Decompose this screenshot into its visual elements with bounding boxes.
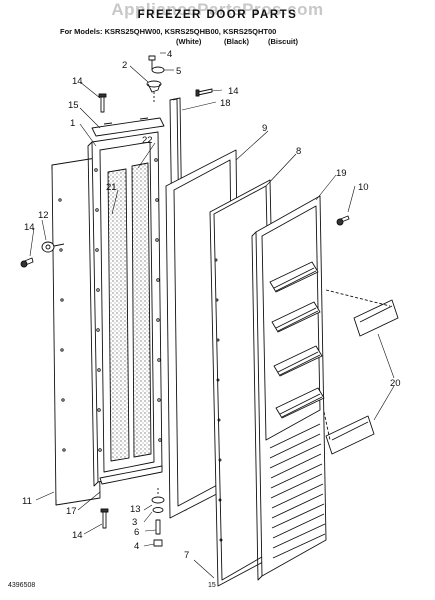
callout-6: 6: [134, 527, 139, 538]
callout-17: 17: [66, 506, 77, 517]
callout-1: 1: [70, 118, 75, 129]
callout-8: 8: [296, 146, 301, 157]
back-panel-holes: [58, 198, 66, 452]
top-cap: [91, 117, 165, 137]
callout-12: 12: [38, 210, 49, 221]
callout-10: 10: [358, 182, 369, 193]
lower-liner-ribs: [269, 423, 326, 559]
bottom-bracket: [99, 465, 163, 485]
screw-bottom-left: [100, 508, 109, 529]
frame-holes: [94, 158, 162, 452]
callout-11: 11: [22, 496, 32, 507]
callout-13: 13: [130, 504, 141, 515]
color-black: (Black): [224, 37, 250, 46]
callout-14-bottom: 14: [72, 530, 83, 541]
callout-18: 18: [220, 98, 231, 109]
callout-numbers: 4 2 5 14 14 18 15 1 9 22 8 21 19 10 12 1…: [22, 49, 401, 561]
color-biscuit: (Biscuit): [268, 37, 298, 46]
document-number: 4396508: [8, 582, 36, 589]
callout-2: 2: [122, 60, 127, 71]
callout-4-bottom: 4: [134, 541, 139, 552]
callout-5: 5: [176, 66, 181, 77]
callout-4-top: 4: [167, 49, 172, 60]
leader-lines: [29, 52, 395, 579]
door-back-panel: [51, 157, 101, 506]
callout-21: 21: [106, 182, 117, 193]
callout-20: 20: [390, 378, 401, 389]
shelf-end-cap-upper: [353, 299, 399, 337]
foam-strip-left: [107, 168, 130, 462]
foam-strip-right: [131, 162, 152, 458]
page-number: 15: [208, 582, 216, 589]
color-white: (White): [176, 37, 202, 46]
callout-7: 7: [184, 550, 189, 561]
model-list: For Models: KSRS25QHW00, KSRS25QHB00, KS…: [60, 27, 277, 36]
callout-22: 22: [142, 135, 153, 146]
callout-14-mid: 14: [24, 222, 35, 233]
screw-mid-left: [20, 257, 34, 268]
callout-14-left: 14: [72, 76, 83, 87]
gasket-edge-dots: [214, 258, 223, 542]
watermark: AppliancePartsPros.com: [111, 0, 324, 19]
screw-top-left: [98, 93, 107, 113]
top-hinge-assembly: [146, 55, 165, 104]
callout-19: 19: [336, 168, 347, 179]
screw-top-right: [195, 88, 213, 97]
callout-14-top: 14: [228, 86, 239, 97]
page-title: FREEZER DOOR PARTS: [137, 9, 298, 21]
color-variants: (White) (Black) (Biscuit): [172, 37, 352, 47]
bottom-hinge-assembly: [151, 488, 165, 547]
callout-9: 9: [262, 123, 267, 134]
callout-15: 15: [68, 100, 79, 111]
shelf-end-cap-lower: [325, 415, 375, 455]
screw-right: [336, 215, 350, 226]
callout-3: 3: [132, 517, 137, 528]
left-hinge-pin: [41, 241, 65, 253]
door-shelves: [269, 261, 325, 419]
